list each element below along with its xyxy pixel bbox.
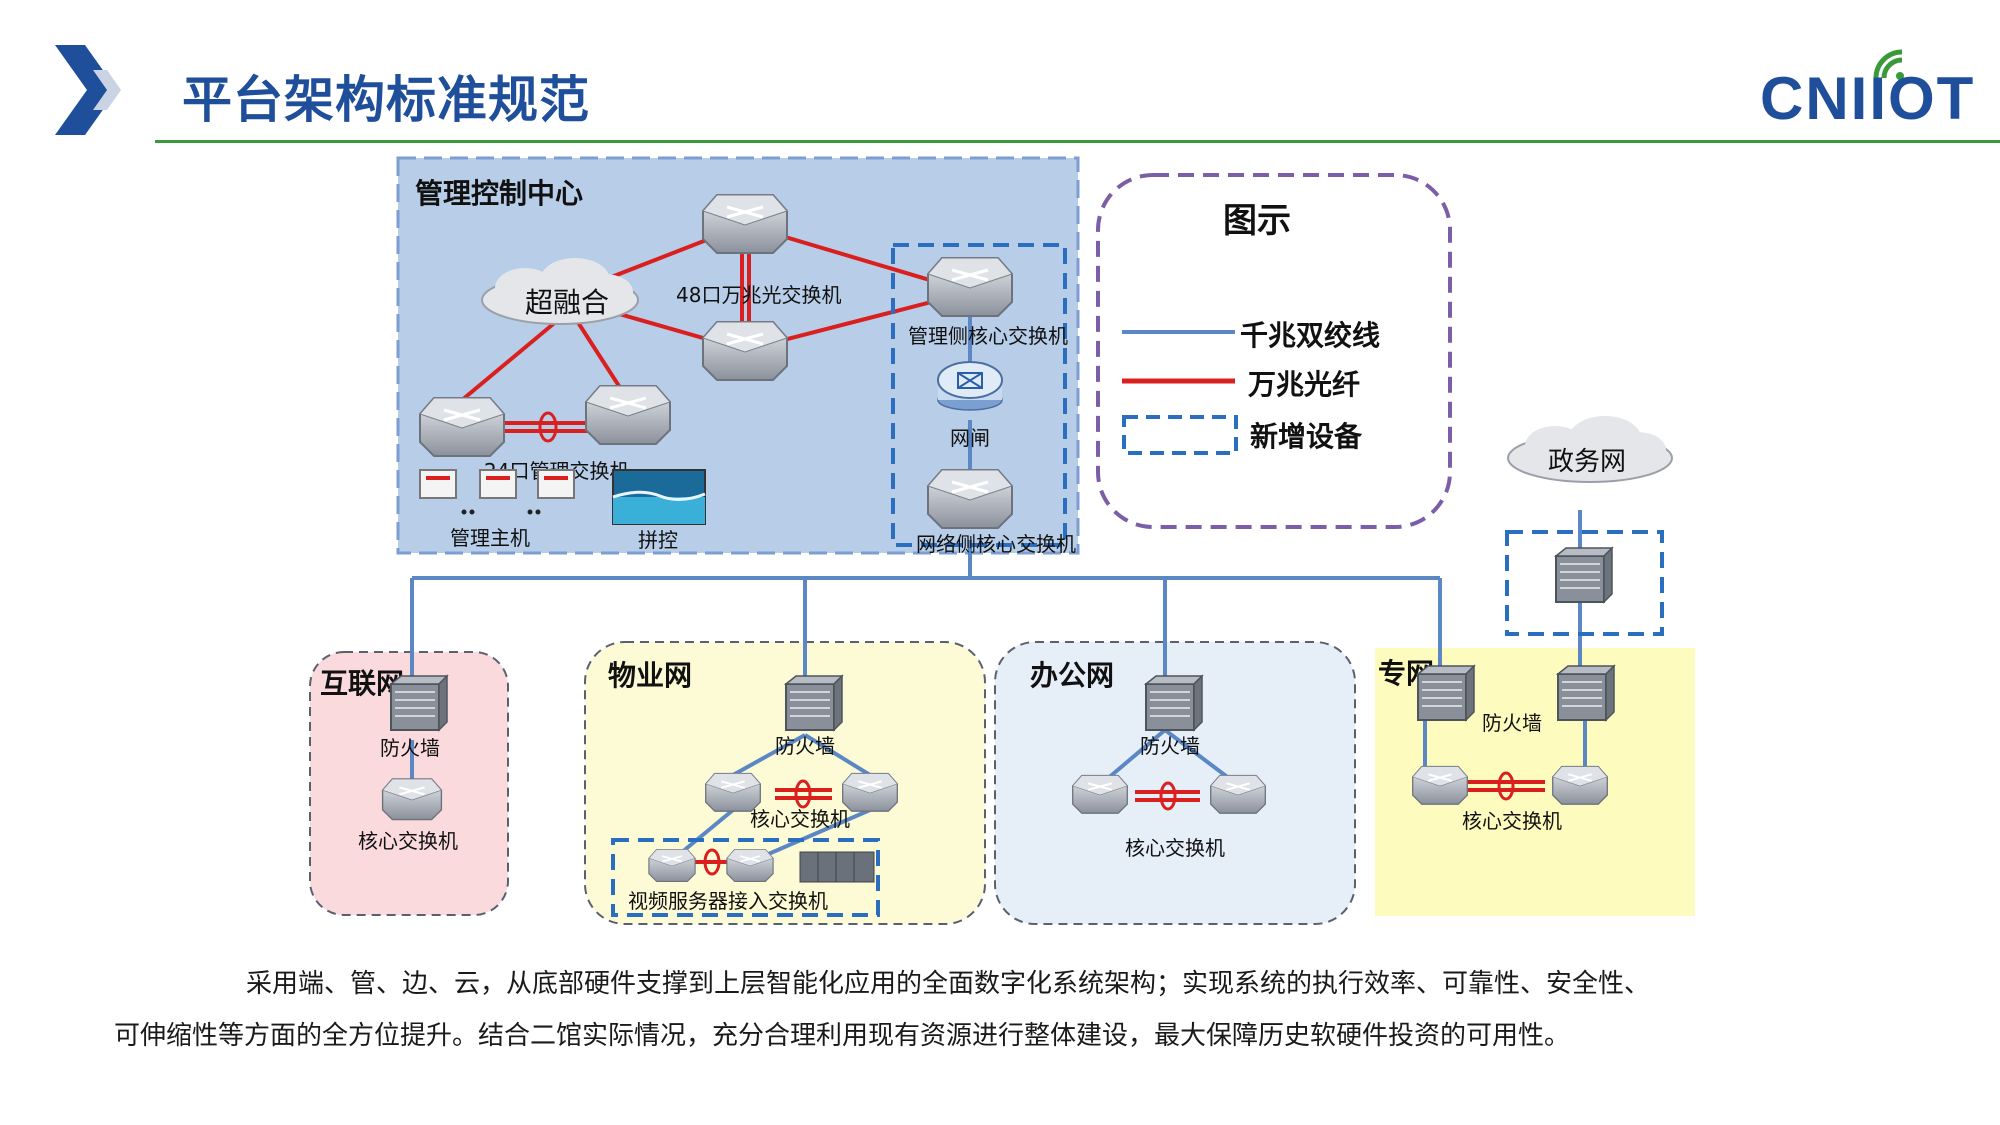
label-video-wall: 拼控 [638,528,678,552]
description-line-2: 可伸缩性等方面的全方位提升。结合二馆实际情况，充分合理利用现有资源进行整体建设，… [114,1021,1571,1051]
label-gov-net: 政务网 [1548,447,1626,477]
cloud-icon-gov [1507,416,1673,483]
property-core-switch-left-icon [704,772,762,813]
mgmt-core-switch-icon [926,256,1014,318]
monitor-icons [419,469,575,515]
internet-core-switch-icon [381,777,443,821]
zone-control-center-title: 管理控制中心 [415,177,583,210]
net-core-switch-icon [926,468,1014,530]
chevron-logo-icon [55,45,121,135]
office-core-switch-right-icon [1209,774,1267,815]
zone-office-title: 办公网 [1030,659,1114,692]
fiber-bundle-markers [538,411,1515,876]
private-firewall-left-icon [1417,665,1475,721]
property-firewall-icon [785,675,843,731]
video-access-switch-right-icon [726,848,774,883]
office-core-switch-left-icon [1071,774,1129,815]
zone-property-title: 物业网 [608,659,692,692]
label-internet-firewall: 防火墙 [380,736,440,760]
private-core-switch-left-icon [1411,765,1469,806]
switch48-icon-top [701,193,789,255]
cat5-links [410,290,1587,864]
private-firewall-right-icon [1557,665,1615,721]
label-private-core-switch: 核心交换机 [1462,809,1562,833]
cloud-icon-hyperconverged [481,258,639,325]
label-mgmt-core-switch: 管理侧核心交换机 [908,324,1068,348]
title-divider [155,140,2000,143]
label-mgmt-host: 管理主机 [450,526,530,550]
label-gateway: 网闸 [950,426,990,450]
label-net-core-switch: 网络侧核心交换机 [916,532,1076,556]
legend-fiber-label: 万兆光纤 [1248,368,1360,401]
video-server-icons [799,851,875,883]
label-internet-core-switch: 核心交换机 [358,829,458,853]
new-device-box-gov [1505,530,1664,636]
label-property-firewall: 防火墙 [775,734,835,758]
description-line-1: 采用端、管、边、云，从底部硬件支撑到上层智能化应用的全面数字化系统架构；实现系统… [246,969,1651,999]
wifi-signal-icon [1873,49,1904,80]
new-device-box-core [891,243,1067,547]
label-property-core-switch: 核心交换机 [750,807,850,831]
label-switch48: 48口万兆光交换机 [676,283,841,307]
zone-office [994,641,1356,925]
legend-box [1096,173,1452,529]
internet-firewall-icon [390,675,448,731]
switch24-icon-left [418,396,506,458]
legend-new-swatch [1122,415,1238,455]
video-wall-icon [612,469,706,525]
description-paragraph: 采用端、管、边、云，从底部硬件支撑到上层智能化应用的全面数字化系统架构；实现系统… [114,958,1820,1062]
legend-title: 图示 [1223,201,1291,241]
legend-cat5-label: 千兆双绞线 [1240,319,1380,352]
label-private-firewall: 防火墙 [1482,711,1542,735]
new-device-box-video [611,838,880,917]
office-firewall-icon [1145,675,1203,731]
label-video-access-switch: 视频服务器接入交换机 [628,889,828,913]
label-office-firewall: 防火墙 [1140,734,1200,758]
gov-firewall-icon [1555,547,1613,603]
gateway-icon [937,361,1003,411]
switch48-icon-bottom [701,320,789,382]
label-office-core-switch: 核心交换机 [1125,836,1225,860]
page-title: 平台架构标准规范 [182,71,590,129]
switch24-icon-right [584,384,672,446]
private-core-switch-right-icon [1551,765,1609,806]
company-logo: CNIIOT [1760,65,1976,132]
video-access-switch-left-icon [648,848,696,883]
label-hyperconverged: 超融合 [525,286,609,319]
legend-new-label: 新增设备 [1250,420,1363,453]
property-core-switch-right-icon [841,772,899,813]
